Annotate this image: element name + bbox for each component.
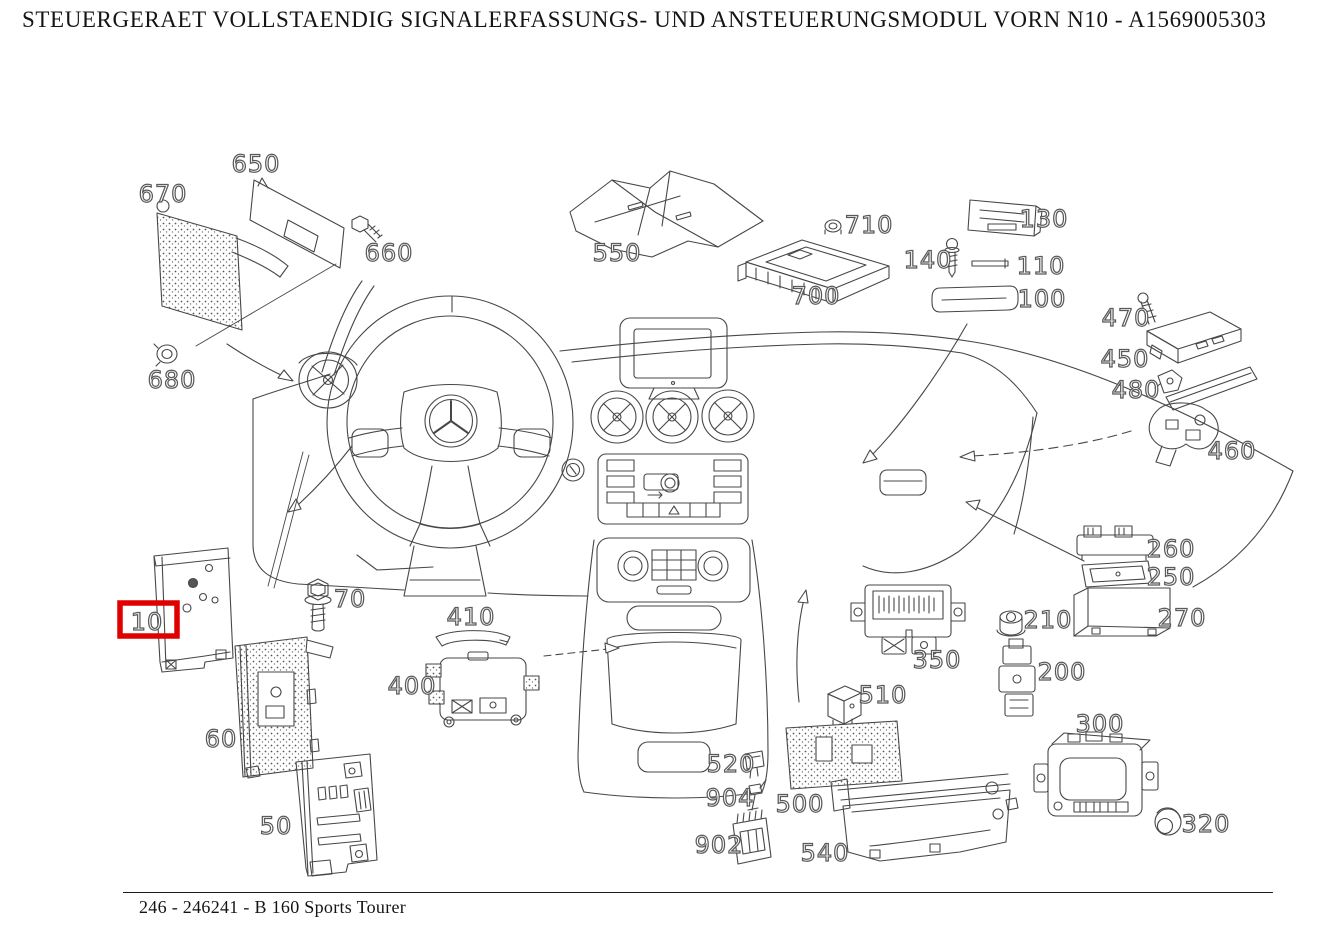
callout-320: 320 bbox=[1182, 810, 1231, 838]
callout-670: 670 bbox=[139, 180, 188, 208]
callout-480: 480 bbox=[1112, 376, 1161, 404]
lower-console bbox=[577, 539, 769, 799]
part-460 bbox=[1148, 366, 1258, 467]
callout-710: 710 bbox=[845, 211, 894, 239]
highlight-box bbox=[117, 600, 180, 639]
part-60 bbox=[234, 636, 334, 779]
part-904 bbox=[747, 779, 767, 811]
part-450 bbox=[1146, 311, 1242, 364]
part-470 bbox=[1137, 292, 1157, 325]
part-320 bbox=[1154, 807, 1182, 836]
climate-panel bbox=[596, 537, 751, 603]
callout-700: 700 bbox=[792, 282, 841, 310]
part-400 bbox=[425, 651, 540, 728]
part-130 bbox=[967, 199, 1043, 237]
callout-110: 110 bbox=[1017, 252, 1066, 280]
part-270 bbox=[1073, 587, 1171, 637]
pointer-arrows bbox=[226, 323, 1132, 703]
callout-550: 550 bbox=[593, 239, 642, 267]
part-260 bbox=[1076, 525, 1154, 561]
part-70 bbox=[304, 578, 332, 632]
callout-904: 904 bbox=[706, 784, 755, 812]
callout-460: 460 bbox=[1208, 437, 1257, 465]
callout-70: 70 bbox=[334, 585, 367, 613]
callout-650: 650 bbox=[232, 150, 281, 178]
callout-140: 140 bbox=[904, 246, 953, 274]
part-200 bbox=[998, 638, 1036, 717]
callout-510: 510 bbox=[859, 681, 908, 709]
callout-400: 400 bbox=[388, 672, 437, 700]
callout-410: 410 bbox=[447, 603, 496, 631]
callout-300: 300 bbox=[1076, 710, 1125, 738]
glovebox-handle bbox=[879, 469, 927, 496]
footer-text: 246 - 246241 - B 160 Sports Tourer bbox=[139, 897, 407, 917]
part-300 bbox=[1033, 731, 1159, 817]
part-50 bbox=[295, 753, 378, 877]
part-140 bbox=[944, 237, 960, 278]
part-520 bbox=[744, 750, 765, 779]
center-air-vents bbox=[590, 389, 755, 444]
callout-902: 902 bbox=[695, 831, 744, 859]
part-350 bbox=[850, 584, 966, 655]
callout-210: 210 bbox=[1024, 606, 1073, 634]
left-air-vent bbox=[298, 351, 358, 409]
callout-540: 540 bbox=[801, 839, 850, 867]
part-480 bbox=[1154, 369, 1183, 394]
callout-100: 100 bbox=[1018, 285, 1067, 313]
part-210 bbox=[996, 610, 1026, 637]
callout-660: 660 bbox=[365, 239, 414, 267]
callout-60: 60 bbox=[205, 725, 238, 753]
callout-50: 50 bbox=[260, 812, 293, 840]
callout-350: 350 bbox=[913, 646, 962, 674]
callout-520: 520 bbox=[707, 750, 756, 778]
callout-470: 470 bbox=[1102, 304, 1151, 332]
callout-260: 260 bbox=[1147, 535, 1196, 563]
part-650 bbox=[195, 177, 345, 347]
start-button bbox=[561, 458, 585, 482]
part-10 bbox=[153, 547, 234, 673]
callout-200: 200 bbox=[1038, 658, 1087, 686]
callout-130: 130 bbox=[1020, 205, 1069, 233]
footer-rule: 246 - 246241 - B 160 Sports Tourer bbox=[123, 892, 1273, 918]
steering-wheel bbox=[326, 295, 574, 597]
callout-250: 250 bbox=[1147, 563, 1196, 591]
callout-680: 680 bbox=[148, 366, 197, 394]
center-stack bbox=[597, 453, 749, 525]
part-410 bbox=[435, 630, 511, 647]
part-540 bbox=[830, 773, 1019, 862]
diagram-title: STEUERGERAET VOLLSTAENDIG SIGNALERFASSUN… bbox=[22, 7, 1267, 32]
callout-500: 500 bbox=[776, 790, 825, 818]
part-110 bbox=[971, 258, 1009, 269]
part-670 bbox=[156, 199, 289, 331]
part-500 bbox=[785, 720, 903, 790]
part-680 bbox=[153, 343, 178, 367]
part-550 bbox=[569, 170, 764, 258]
callout-450: 450 bbox=[1101, 345, 1150, 373]
center-display bbox=[619, 317, 728, 400]
part-902 bbox=[732, 809, 772, 865]
part-700 bbox=[737, 239, 890, 304]
part-660 bbox=[351, 215, 383, 243]
callout-10: 10 bbox=[131, 608, 164, 636]
callout-layer: 650 670 660 680 550 710 700 140 130 110 100 470 450 4… bbox=[117, 149, 1257, 868]
part-710 bbox=[824, 219, 842, 235]
callout-270: 270 bbox=[1158, 604, 1207, 632]
part-250 bbox=[1081, 560, 1153, 588]
part-100 bbox=[931, 285, 1019, 313]
dashboard-frame bbox=[252, 280, 1294, 597]
